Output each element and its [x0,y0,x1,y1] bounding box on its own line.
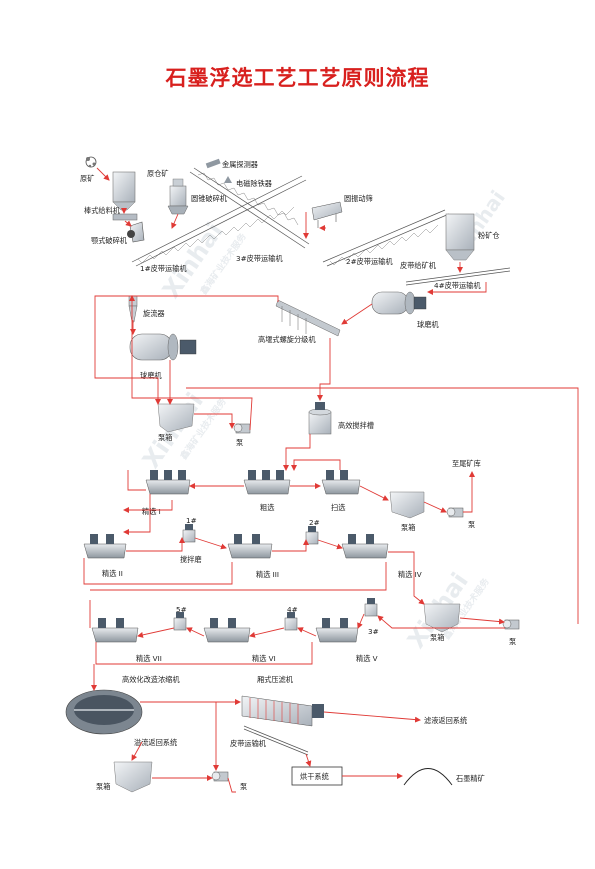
mixer1-label: 搅拌磨 [180,555,202,564]
clean1-label: 精选 I [142,507,161,516]
flotation-cell-clean4 [341,534,389,559]
cone-crusher-label: 圆锥破碎机 [191,194,228,203]
clean6-label: 精选 VI [252,654,276,663]
belt1-label: 1#皮带运输机 [140,264,187,273]
belt-conveyor-3 [189,167,310,249]
thickener-label: 高效化改造浓缩机 [122,675,180,684]
ball-mill-2-label: 球磨机 [417,320,439,329]
stirring-mill-1-icon [182,524,196,543]
jaw-crusher-label: 颚式破碎机 [91,236,128,245]
rough-label: 粗选 [260,503,274,512]
raw-ore-label: 原矿 [80,174,94,183]
clean3-label: 精选 III [256,570,279,579]
flotation-cell-clean7 [91,618,139,643]
belt4-label: 4#皮带运输机 [434,281,481,290]
flow-lines [83,167,579,793]
pump-2-icon [446,507,464,518]
magnetic-iron-remover-label: 电磁除铁器 [236,179,272,188]
pump-box-1-icon [157,403,195,433]
ball-mill-1-label: 球磨机 [140,371,162,380]
filter-press-icon [241,695,324,727]
raw-bin-icon [112,171,136,211]
metal-detector-label: 金属探测器 [222,160,258,169]
vibrating-screen-icon [311,201,343,228]
powder-bin-label: 粉矿仓 [478,231,500,240]
ball-mill-2-icon [371,291,427,315]
mixer1-number: 1# [186,516,197,525]
belt-conveyor-5 [243,725,309,756]
pump-box-3-label: 泵箱 [430,633,444,642]
flotation-cell-clean6 [203,618,251,643]
filter-press-label: 厢式压滤机 [257,675,294,684]
mixer3-number: 3# [368,627,379,636]
clean5-label: 精选 V [356,654,378,663]
pump-box-4-label: 泵箱 [96,782,110,791]
pump-box-2-icon [389,491,425,519]
belt2-label: 2#皮带运输机 [346,257,393,266]
flotation-cell-clean2 [83,534,127,559]
thickener-icon [65,689,143,735]
clean2-label: 精选 II [102,569,123,578]
flotation-cell-clean1 [145,470,191,495]
pump-2-label: 泵 [468,520,475,529]
dryer-label: 烘干系统 [300,772,329,781]
scav-label: 扫选 [331,503,345,512]
grizzly-feeder-label: 棒式给料机 [84,206,121,215]
belt-conveyor-4 [405,267,511,286]
pump-4-label: 泵 [240,782,247,791]
grizzly-feeder-icon [112,213,138,221]
pump-1-label: 泵 [236,438,243,447]
pump-3-icon [502,619,520,630]
stirring-mill-3-icon [364,598,378,617]
flotation-cell-scav [321,470,361,495]
mixer5-number: 5# [176,605,187,614]
cone-crusher-icon [167,178,189,215]
belt-conveyor-1 [131,175,307,267]
concentrate-pile-icon [403,768,453,786]
agitation-tank-icon [308,402,332,435]
jaw-crusher-icon [127,221,145,243]
flotation-cell-clean3 [227,534,273,559]
concentrate-label: 石墨精矿 [456,774,485,783]
pump-box-2-label: 泵箱 [401,523,415,532]
overflow-label: 溢流返回系统 [134,738,177,747]
pump-1-icon [233,423,251,434]
pump-4-icon [211,771,229,782]
cyclone-label: 旋流器 [143,309,165,318]
pump-box-1-label: 泵箱 [158,433,172,442]
flotation-cell-rough [243,470,291,495]
to-tailings-label: 至尾矿库 [452,459,481,468]
filtrate-label: 滤液返回系统 [424,716,467,725]
ball-mill-1-icon [129,333,197,361]
cyclone-icon [128,295,138,323]
pump-3-label: 泵 [509,637,516,646]
agitation-tank-label: 高效搅拌槽 [338,421,374,430]
stirring-mill-4-icon [284,612,298,631]
stirring-mill-5-icon [173,612,187,631]
raw-bin-label: 原仓矿 [147,169,169,178]
spiral-classifier-label: 高堰式螺旋分级机 [258,335,316,344]
belt3-label: 3#皮带运输机 [236,254,283,263]
powder-bin-icon [445,213,475,261]
clean4-label: 精选 IV [398,570,422,579]
vibrating-screen-label: 圆振动筛 [344,194,373,203]
clean7-label: 精选 VII [136,654,162,663]
page-title: 石墨浮选工艺工艺原则流程 [165,66,430,90]
metal-detector-icon [205,158,221,169]
flotation-cell-clean5 [315,618,359,643]
pump-box-4-icon [113,761,153,793]
mixer4-number: 4# [287,605,298,614]
stirring-mill-2-icon [305,526,319,545]
watermark-brand: Xinhai [157,217,229,303]
belt-conveyor-label: 皮带运输机 [230,739,267,748]
belt-feeder-label: 皮带给矿机 [400,261,437,270]
magnetic-iron-remover-icon [224,176,232,183]
raw-ore-icon [85,156,97,168]
spiral-classifier-icon [275,299,341,337]
mixer2-number: 2# [309,518,320,527]
belt-conveyor-2 [322,209,450,267]
